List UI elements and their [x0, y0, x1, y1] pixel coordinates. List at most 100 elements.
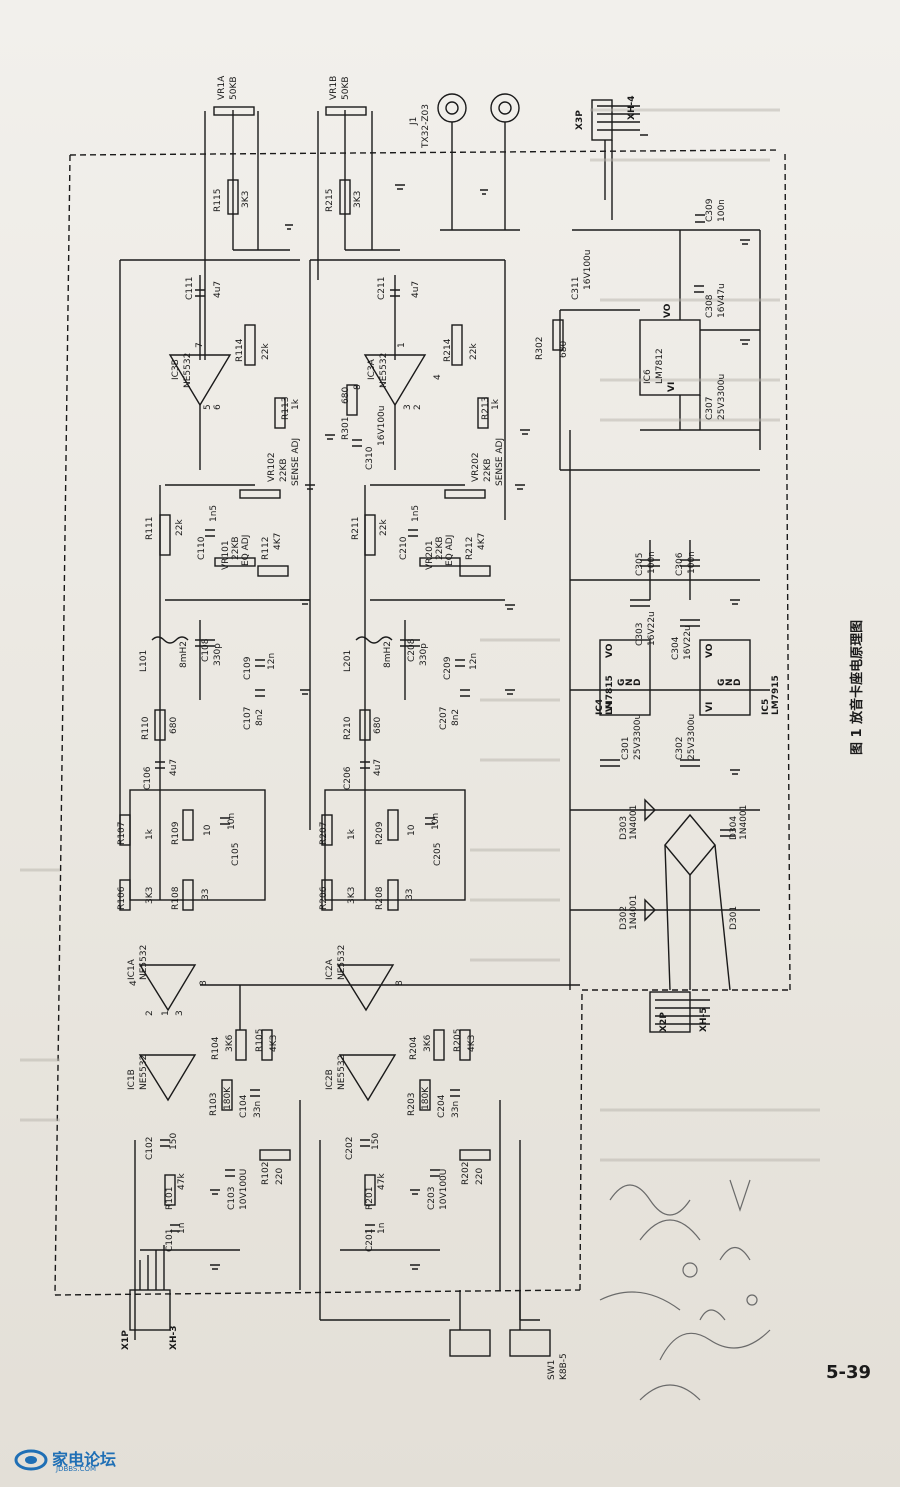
- sw1-switch-a: [449, 1329, 491, 1357]
- r202-value: 220: [475, 1167, 485, 1185]
- ic2a-pin8: 8: [395, 980, 405, 986]
- c301-label: C301: [621, 736, 631, 760]
- sw1-switch-b: [509, 1329, 551, 1357]
- vr102-label: VR102: [267, 452, 277, 482]
- ic6-type: LM7812: [655, 348, 665, 384]
- ic3b-type: NE5532: [183, 352, 193, 388]
- vr101-label: VR101: [221, 540, 231, 570]
- ic6-lm7812: [639, 319, 701, 396]
- vr202-function: SENSE ADJ: [495, 437, 505, 486]
- r202-body: [459, 1149, 491, 1161]
- sw1-label: SW1: [547, 1359, 557, 1380]
- r113-label: R113: [281, 396, 291, 420]
- r206-label: R206: [319, 886, 329, 910]
- r215-label: R215: [325, 188, 335, 212]
- c203-label: C203: [427, 1186, 437, 1210]
- r112-label: R112: [261, 536, 271, 560]
- r302-label: R302: [535, 336, 545, 360]
- r206-value: 3K3: [347, 886, 357, 904]
- r104-label: R104: [211, 1036, 221, 1060]
- c106-label: C106: [143, 766, 153, 790]
- c209-label: C209: [443, 656, 453, 680]
- r102-label: R102: [261, 1161, 271, 1185]
- r109-label: R109: [171, 821, 181, 845]
- c205-value: 10n: [431, 812, 441, 830]
- c102-value: 150: [169, 1132, 179, 1150]
- ic3a-pin3: 3: [403, 404, 413, 410]
- r105-body: [261, 1029, 273, 1061]
- r203-label: R203: [407, 1092, 417, 1116]
- ic1a-pin2: 2: [145, 1010, 155, 1016]
- r213-label: R213: [481, 396, 491, 420]
- r212-label: R212: [465, 536, 475, 560]
- vr1a-label: VR1A: [217, 75, 227, 100]
- r201-label: R201: [365, 1186, 375, 1210]
- ic5-d: D: [733, 678, 743, 686]
- ic1a-opamp: [138, 964, 197, 1012]
- ic1b-opamp: [138, 1054, 197, 1102]
- r113-body: [274, 397, 286, 429]
- vr1a-value: 50KB: [229, 76, 239, 100]
- r201-value: 47k: [377, 1173, 387, 1190]
- r209-label: R209: [375, 821, 385, 845]
- l201-value: 8mH2: [383, 641, 393, 668]
- d302-type: 1N4001: [629, 894, 639, 930]
- r214-body: [451, 324, 463, 366]
- r214-label: R214: [443, 338, 453, 362]
- l101-value: 8mH2: [179, 641, 189, 668]
- ic4-type: LM7815: [605, 675, 615, 715]
- ground-symbols: [210, 134, 750, 1270]
- ic1a-pin3: 3: [175, 1010, 185, 1016]
- c306-value: 100n: [687, 551, 697, 574]
- c108-value: 330p: [213, 643, 223, 666]
- ic3a-label: IC3A: [367, 359, 377, 380]
- c106-value: 4u7: [169, 758, 179, 776]
- jack-j1-left: [437, 93, 467, 123]
- j1-type: TX32-Z03: [421, 104, 431, 148]
- c304-value: 16V22u: [683, 625, 693, 660]
- r107-value: 1k: [145, 829, 155, 840]
- c107-value: 8n2: [255, 708, 265, 726]
- c206-label: C206: [343, 766, 353, 790]
- vr201-function: EQ ADJ: [445, 534, 455, 566]
- x1p-connector: [129, 1289, 171, 1331]
- vr102-body: [239, 489, 281, 499]
- diode-d302: [644, 898, 656, 922]
- c109-value: 12n: [267, 652, 277, 670]
- r101-body: [164, 1174, 176, 1206]
- r113-value: 1k: [291, 399, 301, 410]
- r206-body: [321, 879, 333, 911]
- vr202-body: [444, 489, 486, 499]
- ic1a-type: NE5532: [139, 944, 149, 980]
- ic1b-label: IC1B: [127, 1069, 137, 1090]
- r108-label: R108: [171, 886, 181, 910]
- r213-value: 1k: [491, 399, 501, 410]
- diode-d303: [644, 798, 656, 822]
- r210-label: R210: [343, 716, 353, 740]
- r114-value: 22k: [261, 343, 271, 360]
- c309-label: C309: [705, 198, 715, 222]
- r106-label: R106: [117, 886, 127, 910]
- r103-value: 180K: [223, 1086, 233, 1110]
- c207-value: 8n2: [451, 708, 461, 726]
- r104-value: 3K6: [225, 1034, 235, 1052]
- r107-body: [119, 814, 131, 846]
- r215-body: [339, 179, 351, 215]
- r302-value: 680: [559, 340, 569, 358]
- ic1a-label: IC1A: [127, 959, 137, 980]
- r208-label: R208: [375, 886, 385, 910]
- c308-label: C308: [705, 294, 715, 318]
- vr201-label: VR201: [425, 540, 435, 570]
- r302-body: [552, 319, 564, 351]
- ic2a-opamp: [336, 964, 395, 1012]
- r105-value: 4K3: [269, 1034, 279, 1052]
- x1p-label: X1P: [121, 1330, 131, 1350]
- ic6-vi: VI: [667, 381, 677, 392]
- r109-body: [182, 809, 194, 841]
- r110-value: 680: [169, 716, 179, 734]
- r212-body: [459, 565, 491, 577]
- c311-value: 16V100u: [583, 249, 593, 291]
- c102-label: C102: [145, 1136, 155, 1160]
- r106-body: [119, 879, 131, 911]
